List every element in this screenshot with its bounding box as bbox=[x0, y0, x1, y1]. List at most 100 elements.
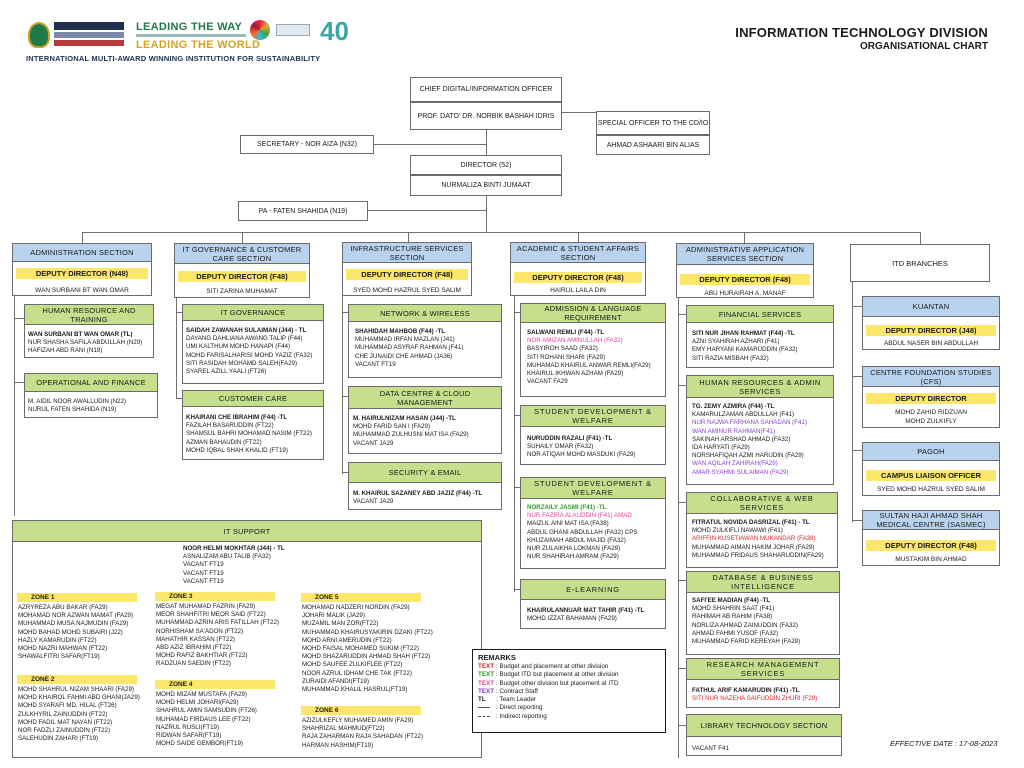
connector bbox=[514, 296, 515, 592]
member: MOHD SYARAFI MD. HILAL (FT26) bbox=[18, 702, 117, 710]
member: MUHAMMAD ASYRAF RAHMAN (F41) bbox=[355, 344, 464, 352]
deputy-director-name-2: MOHD ZULKIFLY bbox=[905, 418, 957, 425]
member: NORLIZA AHMAD ZAINUDDIN (FA32) bbox=[692, 621, 798, 629]
member: SUHAILY OMAR (FA32) bbox=[527, 443, 594, 451]
member: VACANT FT19 bbox=[183, 569, 224, 577]
member: M. AIDIL NOOR AWALLUDIN (N22) bbox=[28, 398, 126, 405]
section-itd-branches: ITD BRANCHES bbox=[850, 244, 990, 282]
member: RAHIMAH AB RAHIM (FA38) bbox=[692, 613, 773, 621]
member: NURUL FATEN SHAHIDA (N19) bbox=[28, 406, 117, 414]
member: MUHAMMAD AZRIN ARIS FATILLAH (FT22) bbox=[156, 619, 279, 627]
award-badge-icon bbox=[54, 40, 124, 46]
team-leader: SHAHIDAH MAHBOB (F44) -TL bbox=[355, 328, 446, 335]
remark-row: : Indirect reporting bbox=[478, 713, 660, 721]
member: MEGAT MUHAMAD FAZRIN (FA29) bbox=[156, 603, 256, 610]
connector bbox=[242, 232, 243, 244]
member: KHAIRUL IKHWAN AZHAM (FA29) bbox=[527, 370, 624, 378]
section-title: ADMINISTRATIVE APPLICATION SERVICES SECT… bbox=[677, 244, 813, 265]
unit-title: LIBRARY TECHNOLOGY SECTION bbox=[687, 715, 841, 737]
member: UMI KALTHUM MOHD HANAPI (F44) bbox=[186, 343, 291, 351]
connector bbox=[562, 112, 596, 113]
member: MUHAMMAD AIMAN HAKIM JOHAR (FA29) bbox=[692, 543, 815, 551]
member: SALEHUDIN ZAHARI (FT19) bbox=[18, 735, 99, 743]
unit-title: COLLABORATIVE & WEB SERVICES bbox=[687, 493, 837, 514]
connector bbox=[514, 415, 520, 416]
member: NUR SHAHIRAH AMRAM (FA29) bbox=[527, 553, 619, 561]
member: JOHARI MALIK (JA29) bbox=[302, 612, 365, 620]
connector bbox=[82, 232, 920, 233]
remark-text: : Budget and placement at other division bbox=[496, 663, 609, 670]
connector bbox=[678, 668, 686, 669]
member: MEOR SHAHFITRI MEOR SAID (FT22) bbox=[156, 611, 266, 619]
zone-1-list: AZRYREZA ABU BAKAR (FA29) MOHAMAD NOR AZ… bbox=[18, 604, 133, 661]
unit-student-development-2: STUDENT DEVELOPMENT & WELFARE NORZAILY J… bbox=[520, 477, 666, 569]
member: MUHAMMAD KHAIRUSYAKIRIN DZAKI (FT22) bbox=[302, 628, 433, 636]
member: SYAREL AZILL YAALI (FT26) bbox=[186, 368, 267, 376]
secretary-box: SECRETARY - NOR AIZA (N32) bbox=[240, 135, 374, 154]
remark-text: : Budget other division but placement at… bbox=[496, 679, 619, 687]
campus-liaison-name: SYED MOHD HAZRUL SYED SALIM bbox=[877, 486, 985, 493]
member: MUHAMMAD IRFAN MAZLAN (J41) bbox=[355, 336, 455, 344]
unit-human-resource: HUMAN RESOURCE AND TRAINING WAN SURBANI … bbox=[24, 304, 154, 358]
member: HARMAN HASHIM(FT19) bbox=[302, 741, 374, 749]
branch-title: CENTRE FOUNDATION STUDIES (CFS) bbox=[863, 367, 999, 387]
member: MOHAMAD NOR AZWAN MAMAT (FA29) bbox=[18, 612, 134, 620]
member: BASYIROH SAAD (FA32) bbox=[527, 345, 598, 353]
section-infrastructure: INFRASTRUCTURE SERVICES SECTION DEPUTY D… bbox=[342, 242, 472, 296]
member: CHE JUNAIDI CHE AHMAD (JA36) bbox=[355, 352, 453, 360]
section-administration: ADMINISTRATION SECTION DEPUTY DIRECTOR (… bbox=[12, 243, 152, 296]
member-list: VACANT F41 bbox=[692, 745, 729, 753]
member: MOHD SAUFEE ZULKIFLEE (FT22) bbox=[302, 661, 403, 669]
unit-title: DATA CENTRE & CLOUD MANAGEMENT bbox=[349, 387, 501, 409]
unit-title: STUDENT DEVELOPMENT & WELFARE bbox=[521, 478, 665, 499]
member: NOR ATIQAH MOHD MASDUKI (FA29) bbox=[527, 451, 636, 459]
member: MAIZUL AINI MAT ISA (FA38) bbox=[527, 520, 609, 528]
connector bbox=[852, 282, 853, 522]
member: NUR SHASHA SAFILA ABDULLAH (N29) bbox=[28, 339, 143, 347]
member: MOHD RAFIZ BAKHTIAR (FT22) bbox=[156, 652, 248, 660]
member-list: SAIDAH ZAWANAH SULAIMAN (J44) - TL DAYAN… bbox=[186, 327, 312, 376]
team-leader: M. HAIRULNIZAM HASAN (J44) -TL bbox=[353, 415, 456, 422]
member: RADZUAN SAEDIN (FT22) bbox=[156, 660, 231, 668]
unit-title: HUMAN RESOURCES & ADMIN SERVICES bbox=[687, 376, 833, 398]
director-name: NURMALIZA BINTI JUMAAT bbox=[410, 175, 562, 196]
connector bbox=[14, 318, 24, 319]
unit-collaborative-web: COLLABORATIVE & WEB SERVICES FITRATUL NO… bbox=[686, 492, 838, 568]
remark-key: TEXT bbox=[478, 679, 495, 687]
unit-operational-finance: OPERATIONAL AND FINANCE M. AIDIL NOOR AW… bbox=[24, 373, 158, 418]
deputy-director-name: MOHD ZAHID RIDZUAN bbox=[895, 409, 967, 416]
remark-row: TEXT: Contract Staff bbox=[478, 688, 660, 696]
member: MOHD SHAHRUL NIZAM SHAARI (FA29) bbox=[18, 686, 134, 693]
member: MUHAMMAD FRIDAUS SHAHARUDDIN(FA29) bbox=[692, 551, 824, 559]
unit-research-management: RESEARCH MANAGEMENT SERVICES FATHUL ARIF… bbox=[686, 658, 840, 708]
member: MAHATHIR KASSAN (FT22) bbox=[156, 635, 235, 643]
member: MOHD FARID SAN I (FA29) bbox=[353, 423, 431, 431]
member: MOHAMAD NADZERI NORDIN (FA29) bbox=[302, 604, 410, 611]
unit-title: DATABASE & BUSINESS INTELLIGENCE bbox=[687, 572, 839, 593]
connector bbox=[486, 196, 487, 232]
member: ABDUL GHANI ABDULLAH (FA32) CPS bbox=[527, 528, 638, 536]
remark-text: : Indirect reporting bbox=[496, 712, 547, 720]
member: SITI RAZIA MISBAH (FA32) bbox=[692, 354, 769, 362]
unit-database-bi: DATABASE & BUSINESS INTELLIGENCE SAFI'EE… bbox=[686, 571, 840, 655]
section-academic: ACADEMIC & STUDENT AFFAIRS SECTION DEPUT… bbox=[510, 242, 646, 296]
member-list: SAFI'EE MADIAN (F44) -TL MOHD SHAHRIN SA… bbox=[692, 597, 800, 646]
member: NAZRUL RUSLI(FT19) bbox=[156, 723, 220, 731]
section-title: INFRASTRUCTURE SERVICES SECTION bbox=[343, 243, 471, 263]
connector bbox=[514, 589, 520, 590]
remarks-list: TEXT : Budget and placement at other divi… bbox=[478, 663, 660, 721]
deputy-director-name: MUSTAKIM BIN AHMAD bbox=[895, 556, 967, 563]
team-leader: M. KHAIRUL SAZANEY ABD JAZIZ (F44) -TL bbox=[353, 490, 483, 497]
cdio-title: CHIEF DIGITAL/INFORMATION OFFICER bbox=[410, 77, 562, 102]
member: ASNALIZAM ABU TALIB (FA32) bbox=[183, 553, 271, 561]
zone-4-list: MOHD MIZAM MUSTAFA (FA29) MOHD HELMI JOH… bbox=[156, 691, 257, 748]
connector bbox=[514, 487, 520, 488]
unit-title: OPERATIONAL AND FINANCE bbox=[25, 374, 157, 392]
logo-text-2: LEADING THE WORLD bbox=[136, 39, 261, 51]
member: MUHAMAD KHAIRUL ANWAR REMLI(FA29) bbox=[527, 361, 651, 369]
deputy-director-name: ABDUL NASER BIN ABDULLAH bbox=[883, 340, 979, 347]
connector bbox=[852, 306, 862, 307]
member-other-division: ARIFFIN KUSETIAWAN MUKANDAR (FA38) bbox=[692, 535, 816, 543]
team-leader: NOOR HELMI MOKHTAR (J44) - TL bbox=[183, 545, 285, 552]
section-it-governance: IT GOVERNANCE & CUSTOMER CARE SECTION DE… bbox=[174, 243, 310, 298]
